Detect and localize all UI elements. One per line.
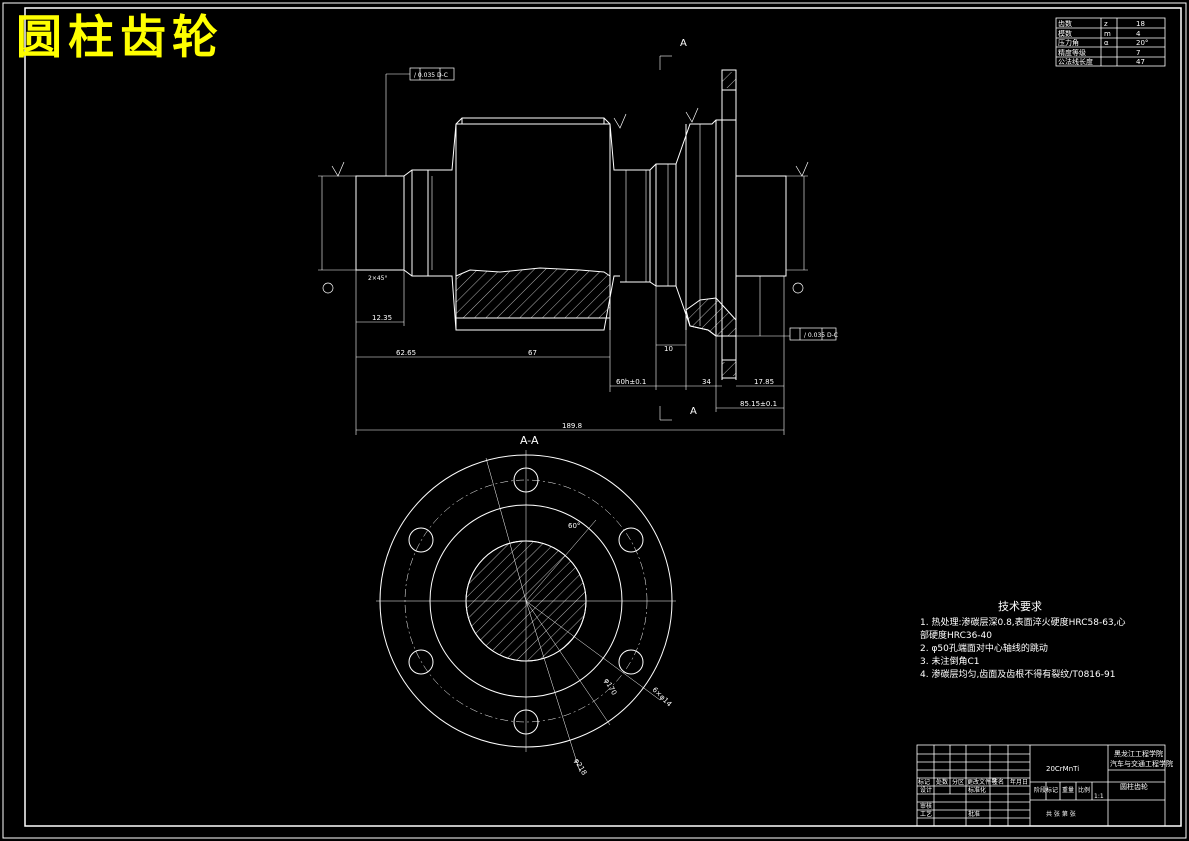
param-value: 4 — [1136, 30, 1141, 38]
label-approve: 批准 — [968, 810, 980, 818]
tech-heading: 技术要求 — [998, 600, 1042, 613]
flange-hatch-bottom — [722, 362, 736, 376]
svg-text:67: 67 — [528, 349, 537, 357]
label-date: 年月日 — [1010, 778, 1028, 786]
label-process: 工艺 — [920, 810, 932, 818]
param-value: 18 — [1136, 20, 1145, 28]
param-name: 压力角 — [1058, 38, 1079, 47]
title-block-text: 20CrMnTi 黑龙江工程学院 汽车与交通工程学院 圆柱齿轮 标记 处数 分区… — [918, 749, 1173, 818]
svg-text:A: A — [690, 406, 697, 417]
section-dimension-texts: 60° φ170 6×φ14 φ218 — [568, 522, 673, 777]
main-dimension-texts: 12.35 62.65 67 10 60h±0.1 34 17.85 85.15… — [368, 38, 838, 430]
scale-value: 1:1 — [1094, 793, 1104, 800]
school-text: 黑龙江工程学院 — [1114, 749, 1163, 758]
param-symbol: z — [1104, 20, 1108, 28]
svg-text:6×φ14: 6×φ14 — [651, 686, 674, 709]
tech-requirements: 技术要求 1. 热处理:渗碳层深0.8,表面淬火硬度HRC58-63,心 部硬度… — [920, 600, 1160, 682]
label-change-doc: 更改文件号 — [967, 778, 997, 786]
drawing-title: 圆柱齿轮 — [16, 10, 224, 64]
svg-text:/ 0.035 D-C: / 0.035 D-C — [414, 72, 448, 79]
tech-line: 3. 未注倒角C1 — [920, 657, 980, 667]
tech-line: 部硬度HRC36-40 — [920, 631, 993, 641]
svg-text:φ170: φ170 — [602, 677, 618, 697]
roughness-marks — [322, 107, 809, 294]
label-count: 处数 — [936, 778, 948, 786]
param-symbol: m — [1104, 30, 1111, 38]
label-scale: 比例 — [1078, 786, 1090, 794]
svg-text:60h±0.1: 60h±0.1 — [616, 378, 646, 386]
hub-section-hatch — [685, 297, 737, 337]
part-name-text: 圆柱齿轮 — [1120, 782, 1148, 791]
title-block — [916, 744, 1166, 827]
inner-border — [24, 7, 1182, 827]
params-table-text: 齿数 z 18 模数 m 4 压力角 α 20° 精度等级 7 公法线长度 47 — [1058, 19, 1148, 66]
svg-text:189.8: 189.8 — [562, 422, 582, 430]
svg-text:12.35: 12.35 — [372, 314, 392, 322]
tech-line: 4. 渗碳层均匀,齿面及齿根不得有裂纹/T0816-91 — [920, 670, 1116, 680]
params-table — [1055, 17, 1166, 67]
label-standard: 标准化 — [968, 786, 986, 794]
svg-text:17.85: 17.85 — [754, 378, 774, 386]
label-mark: 标记 — [918, 778, 930, 786]
svg-text:34: 34 — [702, 378, 711, 386]
gear-section-hatch — [455, 267, 611, 319]
label-zone: 分区 — [952, 778, 964, 786]
tech-line: 2. φ50孔端面对中心轴线的跳动 — [920, 644, 1048, 654]
param-symbol: α — [1104, 39, 1109, 47]
svg-text:10: 10 — [664, 345, 673, 353]
svg-text:62.65: 62.65 — [396, 349, 416, 357]
param-value: 20° — [1136, 39, 1148, 47]
param-name: 精度等级 — [1058, 48, 1086, 57]
label-stage: 阶段标记 — [1034, 786, 1058, 794]
param-name: 齿数 — [1058, 19, 1072, 28]
main-dimensions — [318, 55, 808, 435]
material-text: 20CrMnTi — [1046, 765, 1079, 773]
tech-line: 1. 热处理:渗碳层深0.8,表面淬火硬度HRC58-63,心 — [920, 618, 1126, 628]
svg-text:2×45°: 2×45° — [368, 275, 387, 282]
svg-text:φ218: φ218 — [572, 757, 588, 777]
label-sheets: 共 张 第 张 — [1046, 810, 1076, 818]
svg-text:85.15±0.1: 85.15±0.1 — [740, 400, 777, 408]
dept-text: 汽车与交通工程学院 — [1110, 759, 1173, 768]
label-sign: 签名 — [992, 778, 1004, 786]
tolerance-frames — [409, 67, 837, 341]
param-name: 模数 — [1058, 29, 1072, 38]
param-value: 7 — [1136, 49, 1140, 57]
svg-text:60°: 60° — [568, 522, 580, 530]
param-name: 公法线长度 — [1058, 57, 1093, 66]
svg-text:A: A — [680, 38, 687, 49]
param-value: 47 — [1136, 58, 1145, 66]
label-design: 设计 — [920, 786, 932, 794]
svg-text:/ 0.035 D-C: / 0.035 D-C — [804, 332, 838, 339]
section-centerlines — [376, 450, 676, 773]
flange-hatch-top — [722, 72, 736, 88]
label-review: 审核 — [920, 802, 932, 810]
label-weight: 重量 — [1062, 786, 1074, 794]
